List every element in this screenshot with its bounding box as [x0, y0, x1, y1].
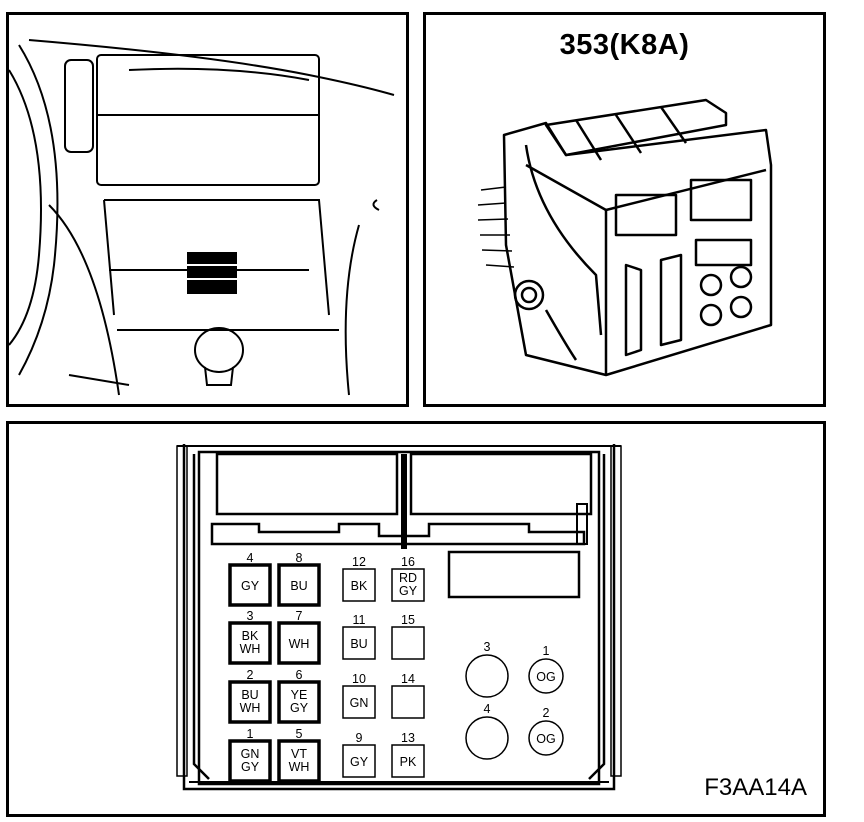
dashboard-location-panel — [6, 12, 409, 407]
pin-wire-color: VT — [291, 747, 307, 761]
pin-box — [277, 739, 321, 783]
pin-number: 12 — [352, 555, 366, 569]
pin-number: 14 — [401, 672, 415, 686]
control-unit-location-marker — [187, 252, 237, 294]
pin-number: 15 — [401, 613, 415, 627]
pin-box — [228, 739, 272, 783]
pin-wire-color: GY — [290, 701, 309, 715]
pin-box — [391, 685, 425, 719]
pin-wire-color: BU — [350, 637, 367, 651]
pin-7: 7WH — [277, 609, 321, 665]
connector-face-diagram: 4GY8BU12BK16RDGY3BKWH7WH11BU152BUWH6YEGY… — [176, 444, 622, 791]
pin-circle — [465, 654, 509, 698]
pin-wire-color: OG — [536, 732, 555, 746]
pin-number: 1 — [247, 727, 254, 741]
pin-wire-color: WH — [240, 701, 261, 715]
pin-box — [228, 680, 272, 724]
pin-number: 1 — [543, 644, 550, 658]
pin-box — [342, 744, 376, 778]
pin-wire-color: GY — [399, 584, 418, 598]
connector-3d-panel: 353(K8A) — [423, 12, 826, 407]
connector-title: 353(K8A) — [559, 29, 690, 61]
pin-wire-color: YE — [291, 688, 308, 702]
pin-wire-color: WH — [240, 642, 261, 656]
pin-box — [342, 626, 376, 660]
pin-box — [391, 744, 425, 778]
pin-number: 10 — [352, 672, 366, 686]
round-pin-1: 1OG — [528, 644, 564, 694]
pin-wire-color: BK — [351, 579, 368, 593]
pin-number: 3 — [247, 609, 254, 623]
pin-number: 6 — [296, 668, 303, 682]
pin-wire-color: GY — [350, 755, 369, 769]
pin-circle — [528, 720, 564, 756]
pin-14: 14 — [391, 672, 425, 719]
pin-number: 2 — [247, 668, 254, 682]
pin-box — [228, 563, 272, 607]
pin-number: 13 — [401, 731, 415, 745]
figure-reference: F3AA14A — [704, 774, 807, 801]
pin-8: 8BU — [277, 551, 321, 607]
pin-wire-color: WH — [289, 760, 310, 774]
pin-wire-color: GN — [241, 747, 260, 761]
pin-box — [391, 626, 425, 660]
connector-3d-illustration — [477, 98, 773, 377]
pin-number: 11 — [353, 613, 366, 627]
pin-wire-color: PK — [400, 755, 417, 769]
pin-number: 3 — [484, 640, 491, 654]
pin-wire-color: BU — [241, 688, 258, 702]
pin-box — [277, 680, 321, 724]
pin-wire-color: GY — [241, 579, 260, 593]
pin-number: 7 — [296, 609, 303, 623]
pin-box — [228, 621, 272, 665]
pin-number: 4 — [247, 551, 254, 565]
pin-4: 4GY — [228, 551, 272, 607]
pin-wire-color: GN — [350, 696, 369, 710]
pin-box — [277, 563, 321, 607]
round-pin-2: 2OG — [528, 706, 564, 756]
pin-box — [277, 621, 321, 665]
pin-circle — [465, 716, 509, 760]
pin-number: 16 — [401, 555, 415, 569]
pin-box — [391, 568, 425, 602]
dashboard-illustration — [9, 39, 395, 396]
pin-15: 15 — [391, 613, 425, 660]
pin-9: 9GY — [342, 731, 376, 778]
pin-wire-color: BU — [290, 579, 307, 593]
pin-box — [342, 685, 376, 719]
pin-number: 2 — [543, 706, 550, 720]
pin-wire-color: OG — [536, 670, 555, 684]
pin-wire-color: BK — [242, 629, 259, 643]
pin-wire-color: GY — [241, 760, 260, 774]
pin-number: 8 — [296, 551, 303, 565]
pin-number: 9 — [356, 731, 363, 745]
round-pin-3: 3 — [465, 640, 509, 698]
pin-number: 4 — [484, 702, 491, 716]
pin-wire-color: WH — [289, 637, 310, 651]
pin-box — [342, 568, 376, 602]
pin-circle — [528, 658, 564, 694]
round-pin-4: 4 — [465, 702, 509, 760]
pin-wire-color: RD — [399, 571, 417, 585]
pin-number: 5 — [296, 727, 303, 741]
